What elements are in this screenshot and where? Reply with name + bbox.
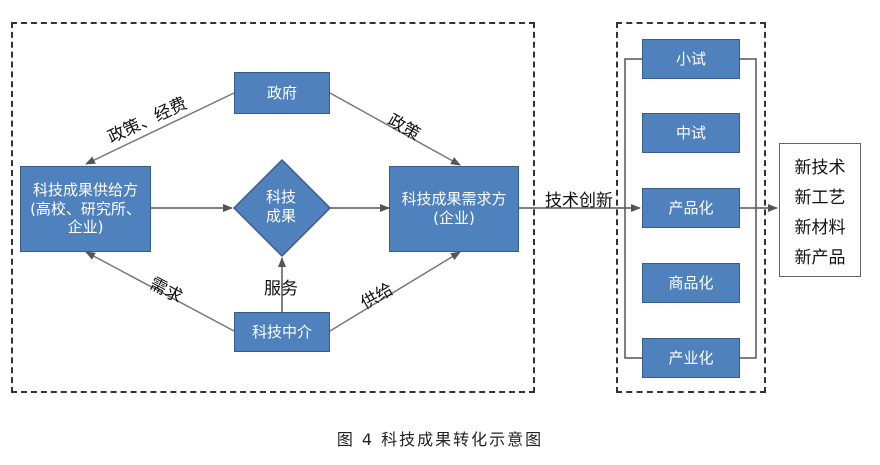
arrow-intermediary-to-demander	[329, 251, 461, 332]
outcome-new-process: 新工艺	[794, 187, 846, 208]
achievement-label: 科技 成果	[265, 187, 296, 226]
outcome-new-material: 新材料	[794, 217, 846, 238]
achievement-diamond	[232, 158, 332, 258]
outcome-new-product: 新产品	[794, 247, 846, 268]
arrow-gov-to-demander	[329, 92, 461, 166]
arrow-intermediary-to-supplier	[85, 251, 235, 332]
stage-mid-test: 中试	[642, 113, 740, 153]
stage-productization: 产品化	[642, 188, 740, 228]
stage-industrialization: 产业化	[642, 338, 740, 378]
stages-left-bracket	[624, 58, 642, 359]
figure-caption: 图 4 科技成果转化示意图	[336, 430, 544, 449]
stages-right-bracket	[740, 58, 757, 359]
government-box: 政府	[234, 72, 330, 114]
service-label: 服务	[264, 279, 298, 299]
supplier-box: 科技成果供给方 (高校、研究所、 企业)	[20, 166, 151, 252]
arrow-gov-to-supplier	[85, 92, 235, 165]
outcomes-box: 新技术 新工艺 新材料 新产品	[779, 143, 861, 277]
intermediary-box: 科技中介	[234, 312, 330, 352]
stage-commercialization: 商品化	[642, 263, 740, 303]
demander-box: 科技成果需求方 (企业)	[389, 166, 519, 252]
outcome-new-technology: 新技术	[794, 157, 846, 178]
stage-pilot-test: 小试	[642, 39, 740, 79]
tech-innovation-label: 技术创新	[545, 191, 613, 211]
